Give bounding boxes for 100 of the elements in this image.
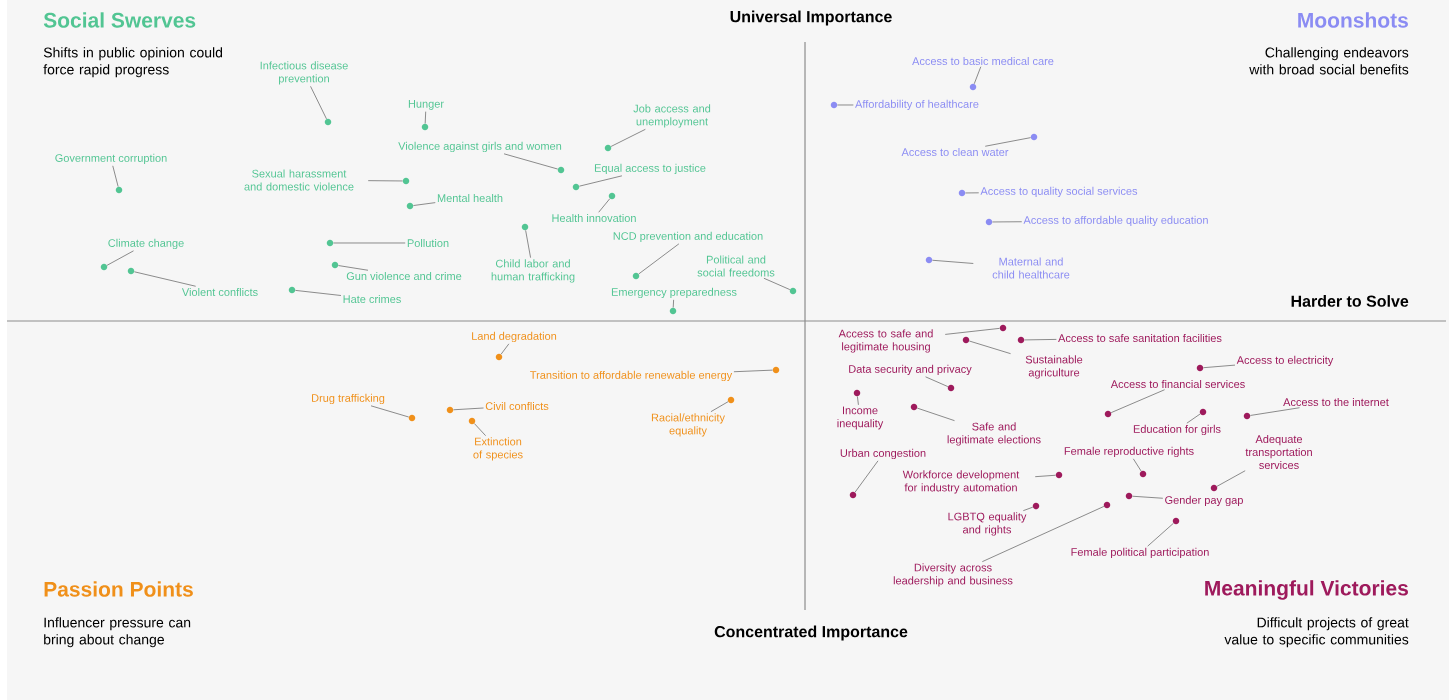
quadrant-title: Meaningful Victories xyxy=(1205,580,1408,600)
leader-line xyxy=(1132,495,1164,499)
leader-line xyxy=(856,395,859,406)
issue-label: Gender pay gap xyxy=(1165,495,1243,507)
leader-line xyxy=(1216,470,1246,487)
issue-label: Climate change xyxy=(108,238,184,250)
leader-line xyxy=(367,180,403,182)
issue-label: Mental health xyxy=(437,193,503,203)
leader-line xyxy=(310,85,327,120)
issue-label: Access to financial services xyxy=(1110,379,1245,389)
issue-label: NCD prevention and education xyxy=(613,231,763,243)
leader-line xyxy=(503,153,559,170)
issue-label: Violence against girls and women xyxy=(398,141,562,153)
leader-line xyxy=(337,265,369,271)
leader-line xyxy=(578,175,623,187)
leader-line xyxy=(638,243,680,275)
issue-label: Job access and unemployment xyxy=(633,104,711,128)
issue-label: Access to safe and legitimate housing xyxy=(838,329,933,353)
leader-line xyxy=(854,460,879,493)
issue-label: Access to quality social services xyxy=(980,186,1138,198)
issue-label: Hate crimes xyxy=(343,294,401,304)
issue-label: Health innovation xyxy=(552,213,636,223)
leader-line xyxy=(1132,458,1142,472)
issue-label: Diversity across leadership and business xyxy=(893,563,1013,587)
issue-label: Female political participation xyxy=(1071,547,1209,559)
leader-line xyxy=(112,165,119,188)
issue-label: Drug trafficking xyxy=(312,393,385,405)
issue-label: Racial/ethnicity equality xyxy=(651,413,725,437)
leader-line xyxy=(525,229,532,259)
leader-line xyxy=(968,340,1012,355)
issue-label: Equal access to justice xyxy=(594,163,706,175)
leader-line xyxy=(984,137,1032,147)
leader-line xyxy=(981,505,1105,563)
issue-label: Child labor and human trafficking xyxy=(491,259,575,283)
leader-line xyxy=(598,198,611,213)
leader-line xyxy=(1022,506,1034,512)
quadrant-title: Social Swerves xyxy=(43,12,196,28)
quadrant-title: Passion Points xyxy=(44,581,193,597)
issue-label: Access to basic medical care xyxy=(912,56,1054,66)
axis-label: Concentrated Importance xyxy=(714,625,908,641)
leader-line xyxy=(1249,407,1300,416)
leader-line xyxy=(1034,474,1056,478)
issue-label: Affordability of healthcare xyxy=(855,99,979,111)
leader-line xyxy=(1186,413,1201,424)
issue-label: Workforce development for industry automation xyxy=(902,470,1020,494)
quadrant-description: Shifts in public opinion could force rapid progress xyxy=(43,47,223,78)
leader-line xyxy=(473,423,487,437)
issue-label: Extinction of species xyxy=(473,437,523,461)
issue-label: Infectious disease prevention xyxy=(260,61,348,85)
quadrant-description: Challenging endeavors with broad social benefits xyxy=(1249,47,1409,75)
leader-line xyxy=(932,259,974,264)
issue-label: Pollution xyxy=(407,238,449,248)
leader-line xyxy=(1147,522,1174,547)
issue-label: Violent conflicts xyxy=(181,287,258,297)
issue-label: LGBTQ equality and rights xyxy=(948,512,1027,536)
leader-line xyxy=(944,327,1001,335)
issue-label: Access to the internet xyxy=(1283,397,1389,407)
issue-label: Transition to affordable renewable energy xyxy=(530,370,733,382)
issue-label: Government corruption xyxy=(55,153,167,165)
issue-label: Access to affordable quality education xyxy=(1023,215,1208,227)
issue-label: Emergency preparedness xyxy=(611,287,737,299)
leader-line xyxy=(370,405,410,418)
leader-line xyxy=(610,128,646,147)
issue-label: Data security and privacy xyxy=(849,364,972,376)
quadrant-description: Difficult projects of great value to specific communities xyxy=(1224,617,1409,648)
issue-label: Political and social freedoms xyxy=(697,255,775,277)
issue-label: Land degradation xyxy=(472,331,557,343)
leader-line xyxy=(453,407,484,411)
issue-label: Adequate transportation services xyxy=(1245,434,1312,470)
issue-label: Sustainable agriculture xyxy=(1025,355,1083,379)
leader-line xyxy=(916,407,955,422)
issue-label: Female reproductive rights xyxy=(1064,446,1194,458)
issue-label: Sexual harassment and domestic violence xyxy=(244,169,354,191)
issue-label: Access to clean water xyxy=(901,147,1009,157)
leader-line xyxy=(965,192,980,194)
quadrant-title: Moonshots xyxy=(1298,12,1408,28)
issue-label: Access to safe sanitation facilities xyxy=(1058,333,1222,343)
leader-line xyxy=(106,250,134,266)
leader-line xyxy=(1024,338,1057,341)
leader-line xyxy=(973,66,982,85)
issue-label: Safe and legitimate elections xyxy=(947,422,1041,446)
issue-label: Hunger xyxy=(408,100,444,110)
quadrant-description: Influencer pressure can bring about change xyxy=(44,617,191,648)
leader-line xyxy=(333,242,406,244)
leader-line xyxy=(763,277,791,291)
leader-line xyxy=(295,289,342,296)
leader-line xyxy=(733,369,773,373)
issue-label: Urban congestion xyxy=(840,448,926,460)
axis-label: Universal Importance xyxy=(730,10,892,26)
axis-label: Harder to Solve xyxy=(1291,295,1409,307)
leader-line xyxy=(837,104,854,106)
leader-line xyxy=(133,271,197,287)
issue-label: Gun violence and crime xyxy=(346,271,462,281)
issue-label: Maternal and child healthcare xyxy=(992,257,1070,279)
leader-line xyxy=(672,299,675,308)
leader-line xyxy=(925,376,949,388)
leader-line xyxy=(424,111,427,124)
leader-line xyxy=(413,202,436,206)
leader-line xyxy=(1203,364,1236,369)
leader-line xyxy=(500,343,510,355)
